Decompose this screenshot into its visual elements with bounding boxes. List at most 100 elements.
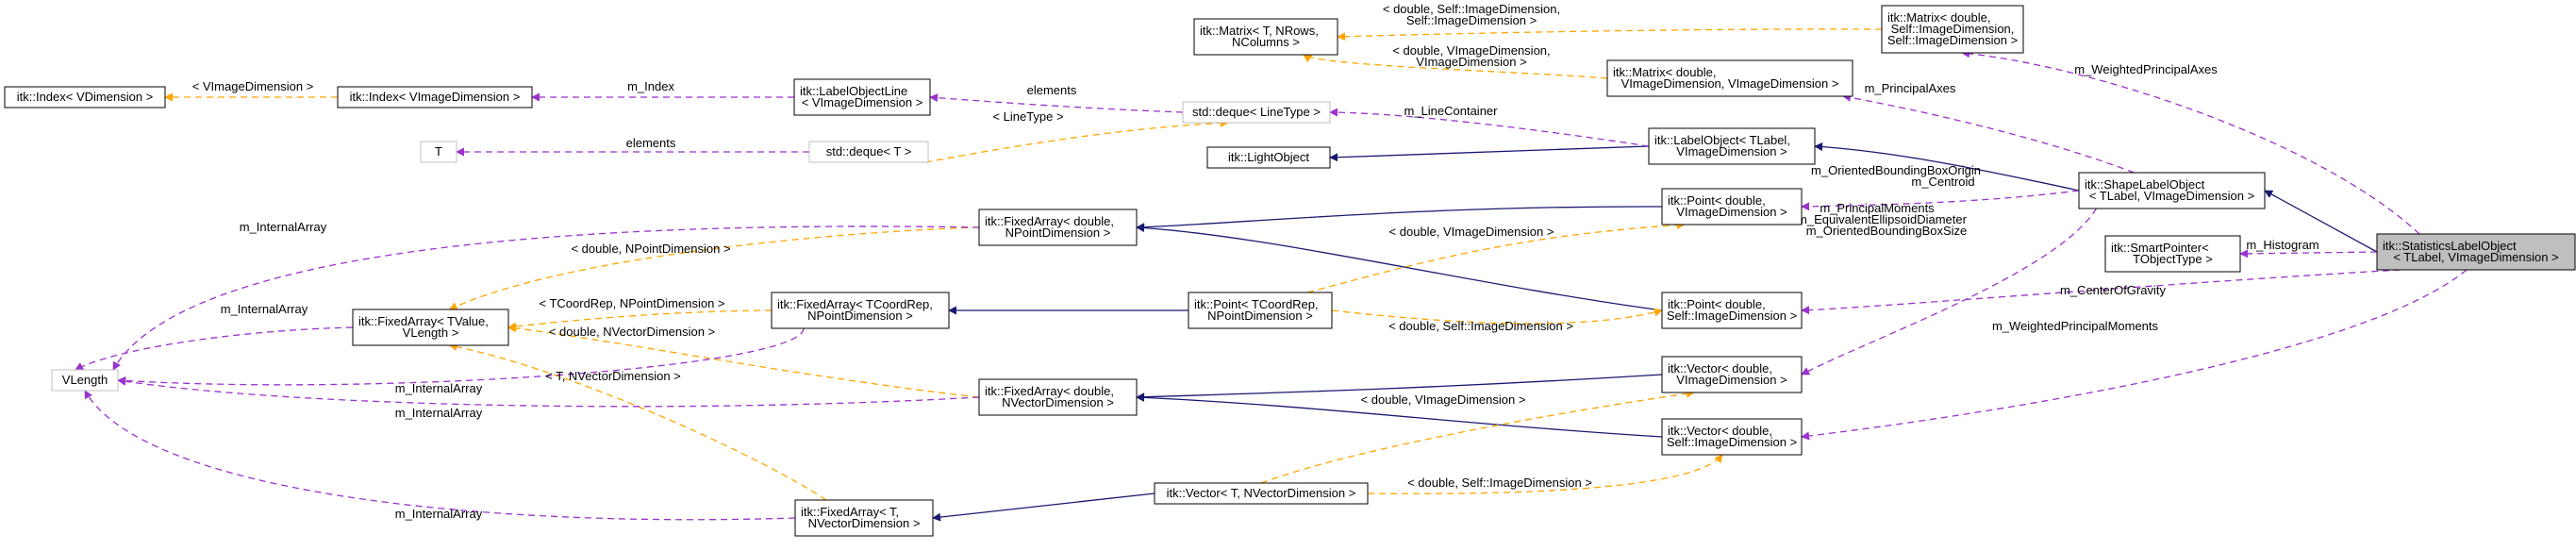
- fixed-array-npoint-dimension-node-box: [978, 209, 1138, 246]
- t-node-text: T: [435, 144, 442, 159]
- edge-matrix-t-to-matrix-si-label: Self::ImageDimension >: [1406, 13, 1537, 27]
- edge-fixed-tv-to-fixed-t-label: < T, NVectorDimension >: [545, 369, 681, 383]
- point-self-image-dimension-node-text: Self::ImageDimension >: [1667, 309, 1797, 323]
- edge-vector-si-to-statistics-label: m_WeightedPrincipalMoments: [1992, 319, 2159, 333]
- matrix-template-node[interactable]: itk::Matrix< T, NRows,NColumns >: [1193, 18, 1338, 56]
- edge-matrix-t-to-matrix-v: [1303, 54, 1608, 79]
- light-object-node-box: [1206, 146, 1331, 169]
- deque-line-type-node-text: std::deque< LineType >: [1192, 105, 1321, 119]
- edge-vlength-to-fixed-vd-label: m_InternalArray: [395, 406, 483, 420]
- label-object-line-node-text: < VImageDimension >: [802, 95, 923, 109]
- matrix-self-image-dimension-node-text: Self::ImageDimension >: [1887, 33, 2018, 47]
- point-template-node-text: itk::Point< TCoordRep,: [1194, 297, 1319, 311]
- vector-self-image-dimension-node-text: itk::Vector< double,: [1668, 424, 1772, 438]
- edge-point-v-to-shape-label: m_OrientedBoundingBoxOrigin: [1811, 163, 1981, 177]
- fixed-array-npoint-dimension-node-text: NPointDimension >: [1005, 225, 1111, 240]
- label-object-line-node[interactable]: itk::LabelObjectLine< VImageDimension >: [793, 78, 931, 116]
- fixed-array-template-t-node-box: [794, 499, 934, 537]
- point-template-node-box: [1188, 292, 1333, 329]
- deque-template-node-text: std::deque< T >: [826, 144, 912, 159]
- label-object-line-node-box: [793, 78, 931, 116]
- matrix-vimage-dimension-node[interactable]: itk::Matrix< double,VImageDimension, VIm…: [1606, 59, 1853, 97]
- shape-label-object-node-box: [2078, 172, 2266, 209]
- index-vdimension-node[interactable]: itk::Index< VDimension >: [4, 86, 166, 109]
- fixed-array-npoint-dimension-node-text: itk::FixedArray< double,: [985, 214, 1114, 228]
- edge-vector-t-to-vector-v: [1260, 389, 1695, 484]
- light-object-node-text: itk::LightObject: [1228, 150, 1309, 164]
- edge-labelobjectline-to-deque-line-label: elements: [1027, 83, 1077, 97]
- statistics-label-object-node-box: [2376, 233, 2576, 271]
- vector-vimage-dimension-node[interactable]: itk::Vector< double,VImageDimension >: [1661, 356, 1803, 393]
- fixed-array-tvalue-node[interactable]: itk::FixedArray< TValue,VLength >: [352, 309, 509, 346]
- vector-self-image-dimension-node[interactable]: itk::Vector< double,Self::ImageDimension…: [1661, 418, 1803, 456]
- edge-vlength-to-fixed-t: [84, 390, 796, 521]
- matrix-self-image-dimension-node-text: Self::ImageDimension,: [1891, 22, 2015, 36]
- edge-fixed-tv-to-fixed-pd: [448, 226, 980, 310]
- edge-vlength-to-fixed-tcr: [117, 327, 805, 386]
- edge-labelobject-to-shape: [1814, 142, 2080, 192]
- label-object-node-box: [1648, 127, 1816, 165]
- t-node[interactable]: T: [420, 141, 457, 163]
- vector-vimage-dimension-node-box: [1661, 356, 1803, 393]
- smart-pointer-node[interactable]: itk::SmartPointer<TObjectType >: [2104, 235, 2241, 273]
- edge-vlength-to-fixed-pd-label: m_InternalArray: [240, 220, 327, 234]
- light-object-node[interactable]: itk::LightObject: [1206, 146, 1331, 169]
- vector-vimage-dimension-node-text: itk::Vector< double,: [1668, 361, 1772, 376]
- edge-index-v-to-labelobjectline-label: m_Index: [627, 79, 674, 93]
- edge-vector-v-to-shape-label: m_OrientedBoundingBoxSize: [1806, 224, 1968, 238]
- index-vdimension-node-text: itk::Index< VDimension >: [17, 90, 154, 104]
- vector-self-image-dimension-node-text: Self::ImageDimension >: [1667, 435, 1797, 449]
- index-vimage-dimension-node[interactable]: itk::Index< VImageDimension >: [337, 86, 533, 109]
- fixed-array-tvalue-node-box: [352, 309, 509, 346]
- edge-matrix-si-to-statistics-label: m_WeightedPrincipalAxes: [2074, 62, 2218, 76]
- fixed-array-template-t-node[interactable]: itk::FixedArray< T,NVectorDimension >: [794, 499, 934, 537]
- fixed-array-npoint-dimension-node[interactable]: itk::FixedArray< double,NPointDimension …: [978, 209, 1138, 246]
- shape-label-object-node[interactable]: itk::ShapeLabelObject< TLabel, VImageDim…: [2078, 172, 2266, 209]
- edge-fixed-tv-to-fixed-pd-label: < double, NPointDimension >: [571, 242, 730, 256]
- point-template-node[interactable]: itk::Point< TCoordRep,NPointDimension >: [1188, 292, 1333, 329]
- edge-fixed-pd-to-point-v: [1136, 206, 1663, 232]
- vlength-node[interactable]: VLength: [51, 369, 119, 392]
- fixed-array-tvalue-node-text: VLength >: [403, 326, 459, 340]
- edge-point-v-to-shape-label: m_Centroid: [1911, 175, 1974, 189]
- vector-vimage-dimension-node-text: VImageDimension >: [1676, 373, 1787, 387]
- edge-labelobjectline-to-deque-line: [929, 93, 1184, 113]
- edge-vlength-to-fixed-tv-label: m_InternalArray: [221, 302, 308, 316]
- statistics-label-object-node[interactable]: itk::StatisticsLabelObject< TLabel, VIma…: [2376, 233, 2576, 271]
- deque-template-node-box: [808, 141, 929, 163]
- edge-lightobject-to-labelobject: [1329, 145, 1650, 162]
- edge-deque-line-to-labelobject-label: m_LineContainer: [1404, 104, 1498, 118]
- vector-template-node[interactable]: itk::Vector< T, NVectorDimension >: [1154, 482, 1369, 505]
- edge-fixed-tv-to-fixed-vd: [507, 324, 980, 398]
- edge-shape-to-statistics: [2264, 190, 2378, 253]
- fixed-array-nvector-dimension-node[interactable]: itk::FixedArray< double,NVectorDimension…: [978, 378, 1138, 416]
- edge-smartptr-to-statistics-label: m_Histogram: [2246, 238, 2318, 252]
- edge-fixed-tv-to-fixed-vd-label: < double, NVectorDimension >: [549, 325, 715, 339]
- label-object-line-node-text: itk::LabelObjectLine: [800, 84, 907, 98]
- vector-template-node-text: itk::Vector< T, NVectorDimension >: [1167, 486, 1356, 500]
- point-self-image-dimension-node-text: itk::Point< double,: [1668, 297, 1766, 311]
- point-vimage-dimension-node[interactable]: itk::Point< double,VImageDimension >: [1661, 188, 1803, 225]
- fixed-array-tcoordrep-node-text: itk::FixedArray< TCoordRep,: [777, 297, 933, 311]
- matrix-self-image-dimension-node[interactable]: itk::Matrix< double,Self::ImageDimension…: [1881, 5, 2024, 54]
- edge-vector-si-to-statistics: [1801, 269, 2468, 441]
- edge-fixed-t-to-vector-t: [932, 493, 1155, 522]
- vector-self-image-dimension-node-box: [1661, 418, 1803, 456]
- shape-label-object-node-text: < TLabel, VImageDimension >: [2089, 189, 2254, 203]
- point-vimage-dimension-node-text: VImageDimension >: [1676, 205, 1787, 219]
- edge-matrix-v-to-shape-label: m_PrincipalAxes: [1865, 81, 1956, 95]
- label-object-node-text: itk::LabelObject< TLabel,: [1654, 133, 1790, 147]
- edge-matrix-t-to-matrix-si: [1337, 28, 1883, 42]
- deque-template-node[interactable]: std::deque< T >: [808, 141, 929, 163]
- edge-vector-v-to-shape: [1801, 208, 2098, 376]
- point-self-image-dimension-node[interactable]: itk::Point< double,Self::ImageDimension …: [1661, 292, 1803, 329]
- deque-line-type-node[interactable]: std::deque< LineType >: [1182, 101, 1331, 124]
- edge-point-t-to-point-v: [1306, 221, 1686, 293]
- statistics-label-object-node-text: itk::StatisticsLabelObject: [2383, 239, 2517, 253]
- edge-fixed-vd-to-vector-si: [1136, 392, 1663, 438]
- edge-fixed-tv-to-fixed-tcr: [507, 309, 773, 331]
- vlength-node-text: VLength: [62, 373, 108, 387]
- label-object-node[interactable]: itk::LabelObject< TLabel,VImageDimension…: [1648, 127, 1816, 165]
- fixed-array-tcoordrep-node[interactable]: itk::FixedArray< TCoordRep,NPointDimensi…: [771, 292, 950, 329]
